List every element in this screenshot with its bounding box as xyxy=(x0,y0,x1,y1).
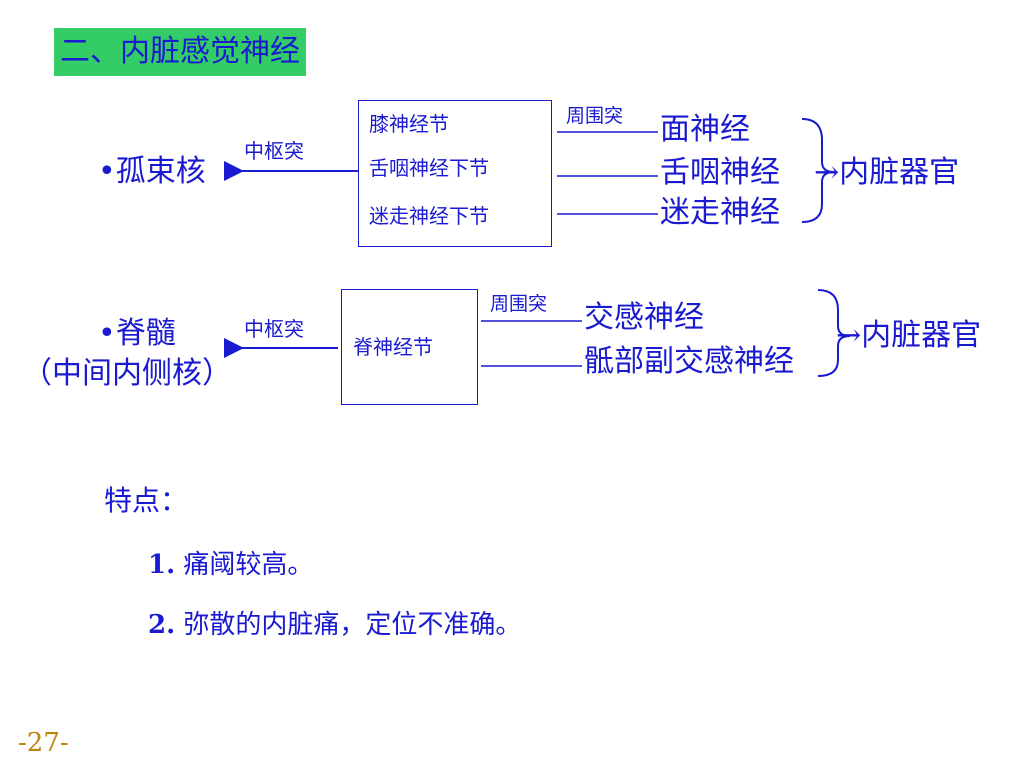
spinal-cord: •脊髓 xyxy=(98,316,176,351)
page-number: -27- xyxy=(18,728,69,758)
ganglion-vagus-inferior: 迷走神经下节 xyxy=(369,204,489,228)
ganglia-box-1: 膝神经节 舌咽神经下节 迷走神经下节 xyxy=(358,100,552,247)
ganglion-geniculate: 膝神经节 xyxy=(369,112,449,136)
ganglion-glossopharyngeal-inferior: 舌咽神经下节 xyxy=(369,156,489,180)
spinal-ganglion: 脊神经节 xyxy=(353,335,433,359)
central-process-label-1: 中枢突 xyxy=(244,139,304,163)
peripheral-process-label-1: 周围突 xyxy=(566,105,624,127)
feature-item-2: 2. 弥散的内脏痛，定位不准确。 xyxy=(148,610,521,640)
intermediomedial-nucleus: （中间内侧核） xyxy=(22,356,232,391)
vagus-nerve: 迷走神经 xyxy=(660,195,780,230)
sympathetic-nerve: 交感神经 xyxy=(584,300,704,335)
feature-item-2-text: 弥散的内脏痛，定位不准确。 xyxy=(183,610,522,640)
sacral-parasympathetic-nerve: 骶部副交感神经 xyxy=(584,344,794,379)
visceral-organs-1: →内脏器官 xyxy=(814,155,960,190)
glossopharyngeal-nerve: 舌咽神经 xyxy=(660,155,780,190)
visceral-organs-2: →内脏器官 xyxy=(836,318,982,353)
features-heading: 特点： xyxy=(104,484,189,517)
brace-1 xyxy=(801,118,835,223)
feature-item-1-number: 1. xyxy=(148,550,176,580)
slide-title: 二、内脏感觉神经 xyxy=(54,28,306,76)
feature-item-2-number: 2. xyxy=(148,610,176,640)
feature-item-1-text: 痛阈较高。 xyxy=(183,550,314,580)
brace-2 xyxy=(817,289,851,377)
central-process-label-2: 中枢突 xyxy=(244,317,304,341)
nucleus-solitary-tract: •孤束核 xyxy=(98,154,206,189)
facial-nerve: 面神经 xyxy=(660,112,750,147)
feature-item-1: 1. 痛阈较高。 xyxy=(148,550,313,580)
peripheral-process-label-2: 周围突 xyxy=(490,293,548,315)
ganglion-box-2: 脊神经节 xyxy=(341,289,478,405)
